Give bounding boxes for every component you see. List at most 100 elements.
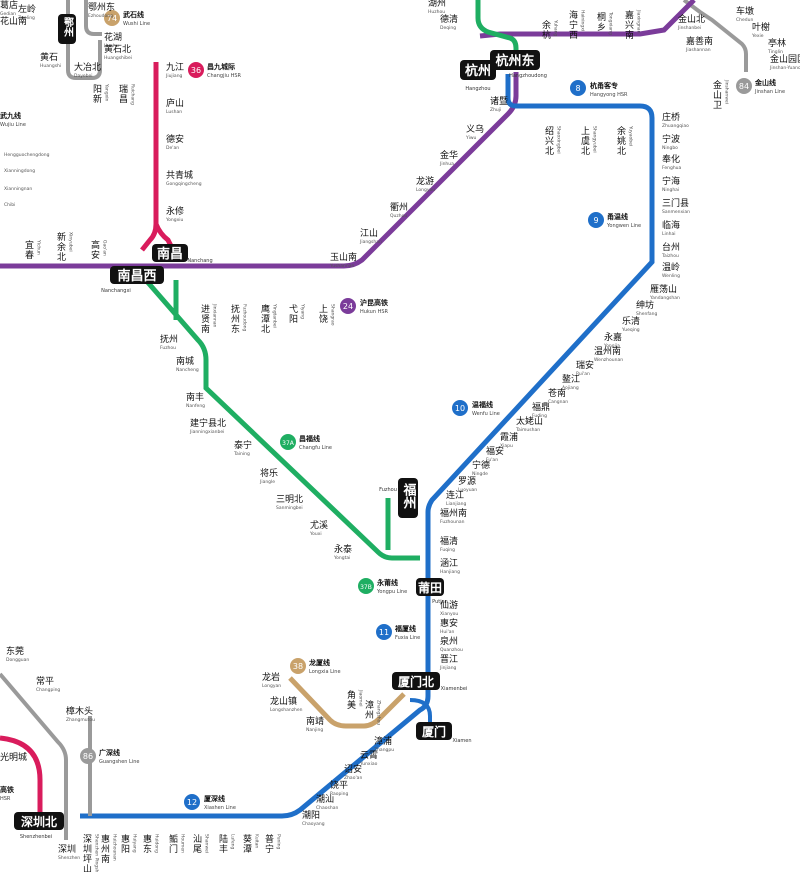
hub-ezhou[interactable]: 鄂州 [58,14,76,44]
hub-xiamenbei[interactable]: 厦门北 Xiamenbei [392,672,467,692]
station-guangming[interactable]: 光明城 [0,751,27,763]
hub-shenzhenbei[interactable]: 深圳北 Shenzhenbei [14,812,64,840]
line-badge-74[interactable]: 74 武石线 Wushi Line [104,10,150,27]
station-xianning[interactable]: Xianningnan [4,186,32,192]
line-badge-8[interactable]: 8 杭甬客专 Hangyong HSR [570,80,628,98]
hub-nanchangxi[interactable]: 南昌西 Nanchangxi [101,266,164,294]
line-badge-11[interactable]: 11 福厦线 Fuxia Line [376,624,420,641]
hub-fuzhou[interactable]: 福州 Fuzhou [379,478,418,518]
hub-hangzhoudong[interactable]: 杭州东 Hangzhoudong [490,50,547,79]
line-badge-24[interactable]: 24 沪昆高铁 Hukun HSR [340,298,389,315]
hub-hangzhou[interactable]: 杭州 Hangzhou [460,60,496,92]
line-badge-36[interactable]: 36 昌九城际 Changjiu HSR [188,62,242,79]
station-jingde[interactable]: Hengguochengdong [4,152,50,158]
line-badge-86[interactable]: 86 广深线 Guangshen Line [80,748,139,765]
line-badge-12[interactable]: 12 厦深线 Xiashen Line [184,794,236,811]
hub-nanchang[interactable]: 南昌 Nanchang [152,244,213,264]
line-badge-10[interactable]: 10 温福线 Wenfu Line [452,400,500,417]
hub-xiamen[interactable]: 厦门 Xiamen [416,722,472,744]
station-jinshanyuanqu[interactable]: 金山园区Jinshan-Yuanqu [769,53,800,71]
line-badge-9[interactable]: 9 甬温线 Yongwen Line [588,212,641,229]
line-badge-84[interactable]: 84 金山线 Jinshan Line [736,78,785,95]
